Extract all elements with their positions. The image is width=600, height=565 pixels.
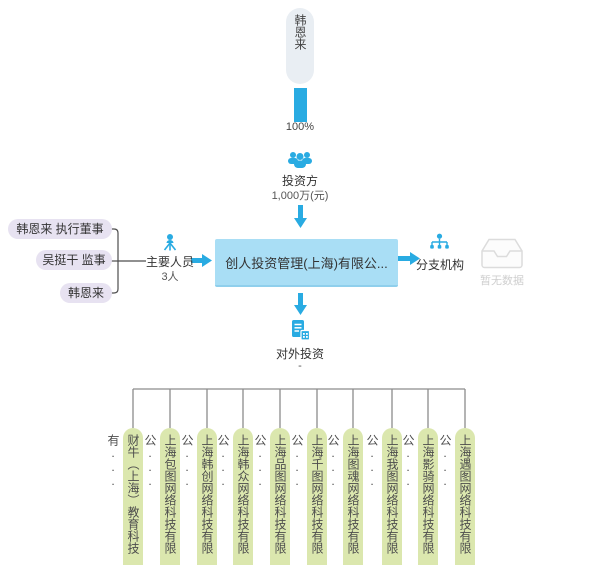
investment-node[interactable]: 上海千图网络科技有限公... [290,428,327,565]
investment-node[interactable]: 上海韩创网络科技有限公... [180,428,217,565]
ownership-percent: 100% [285,121,315,133]
empty-box-icon [479,236,525,270]
branches-label[interactable]: 分支机构 [416,258,465,272]
investment-node[interactable]: 上海包图网络科技有限公... [143,428,180,565]
company-node[interactable]: 创人投资管理(上海)有限公... [215,239,398,287]
shareholder-name: 韩恩来 [293,14,307,50]
outbound-investment-icon [289,318,311,342]
outbound-value: - [298,360,302,372]
member-name: 韩恩来 [67,286,104,300]
investors-icon [287,150,313,170]
investor-amount: 1,000万(元) [271,190,329,202]
investor-label[interactable]: 投资方 [281,174,318,188]
member-pill[interactable]: 吴挺干 监事 [36,250,112,270]
arrow-down-to-company [294,205,307,228]
shareholder-node[interactable]: 韩恩来 [286,8,314,84]
key-personnel-label[interactable]: 主要人员 [145,255,194,269]
investment-node[interactable]: 上海影骑网络科技有限公... [401,428,438,565]
branches-icon [428,233,451,253]
member-name: 韩恩来 执行董事 [16,222,104,236]
member-name: 吴挺干 监事 [42,253,106,267]
key-personnel-icon [160,233,180,253]
ownership-bar[interactable] [294,88,307,122]
investment-node[interactable]: 上海品图网络科技有限公... [253,428,290,565]
branches-empty-text: 暂无数据 [480,275,524,287]
company-name: 创人投资管理(上海)有限公... [225,255,388,271]
member-pill[interactable]: 韩恩来 [60,283,112,303]
investment-node[interactable]: 上海图魂网络科技有限公... [326,428,363,565]
investment-node[interactable]: 上海遇图网络科技有限公... [438,428,475,565]
key-personnel-count: 3人 [161,271,179,283]
investment-node[interactable]: 财牛（上海）教育科技有... [106,428,143,565]
member-pill[interactable]: 韩恩来 执行董事 [8,219,112,239]
investment-node[interactable]: 上海韩众网络科技有限公... [216,428,253,565]
investment-node[interactable]: 上海我图网络科技有限公... [365,428,402,565]
arrow-down-to-outbound [294,293,307,315]
outbound-label[interactable]: 对外投资 [275,347,324,361]
